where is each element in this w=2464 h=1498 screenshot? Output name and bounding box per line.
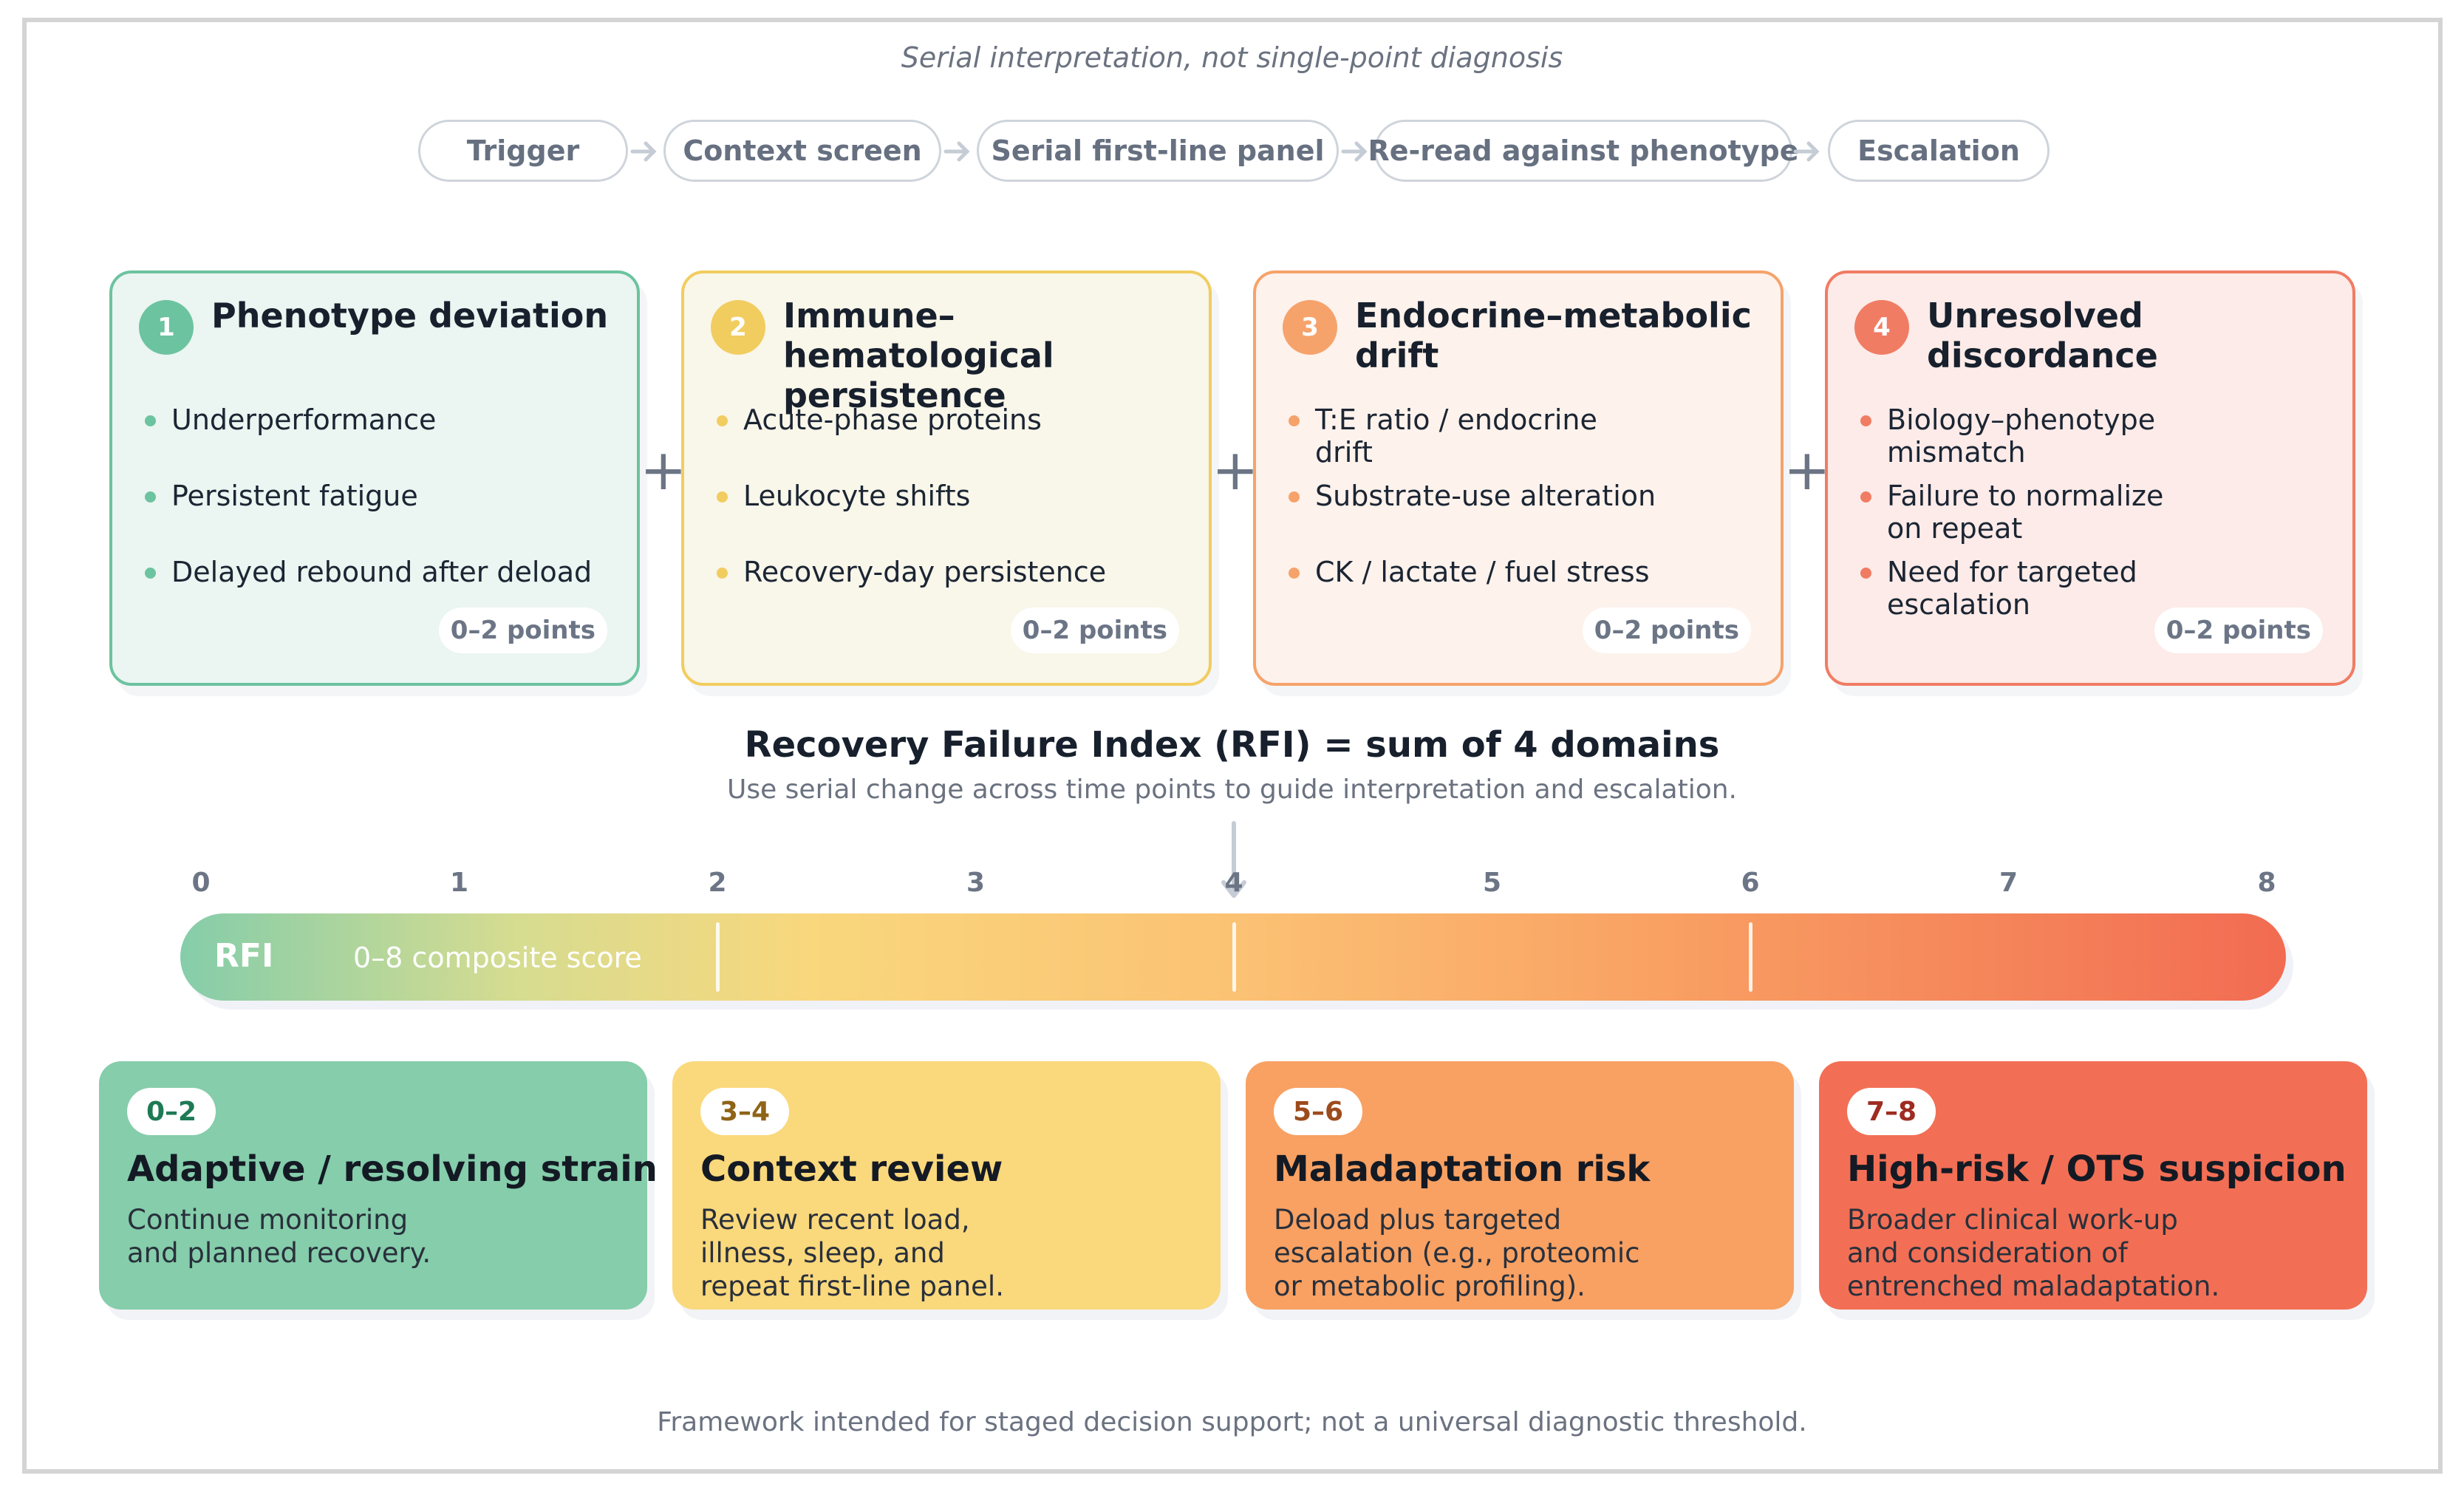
risk-band-title: Context review	[700, 1148, 1003, 1190]
tick-label: 2	[708, 868, 727, 898]
domain-title: Phenotype deviation	[211, 296, 609, 336]
points-badge: 0–2 points	[2154, 607, 2323, 653]
risk-band-5-6: 5–6 Maladaptation risk Deload plus targe…	[1246, 1061, 1794, 1310]
domain-number-badge: 1	[139, 300, 194, 355]
domain-item-list: Biology–phenotype mismatch Failure to no…	[1860, 404, 2318, 632]
flow-step-reread-phenotype: Re-read against phenotype	[1368, 120, 1799, 182]
domain-card-2: 2 Immune–hematological persistence Acute…	[681, 270, 1212, 686]
rfi-bar-label: RFI	[214, 937, 274, 975]
list-item: Leukocyte shifts	[717, 480, 1175, 556]
flow-step-serial-panel: Serial first-line panel	[977, 120, 1339, 182]
domain-number-badge: 2	[711, 300, 765, 355]
bullet-icon	[717, 568, 728, 579]
rfi-title: Recovery Failure Index (RFI) = sum of 4 …	[744, 724, 1720, 766]
figure-subtitle: Serial interpretation, not single-point …	[901, 41, 1563, 74]
tick-label: 1	[449, 868, 469, 898]
domain-item-list: T:E ratio / endocrine drift Substrate-us…	[1289, 404, 1747, 632]
range-badge: 3–4	[700, 1088, 790, 1135]
bullet-icon	[145, 415, 156, 426]
bullet-icon	[1289, 491, 1300, 503]
flow-arrow-icon	[1341, 141, 1368, 162]
risk-band-title: Maladaptation risk	[1274, 1148, 1651, 1190]
rfi-score-bar: RFI 0–8 composite score	[180, 913, 2286, 1001]
flow-step-context-screen: Context screen	[663, 120, 941, 182]
figure-footnote: Framework intended for staged decision s…	[657, 1407, 1807, 1437]
scale-divider	[1232, 922, 1236, 992]
tick-label: 8	[2257, 868, 2276, 898]
bullet-icon	[1860, 568, 1871, 579]
bullet-icon	[145, 568, 156, 579]
risk-band-7-8: 7–8 High-risk / OTS suspicion Broader cl…	[1819, 1061, 2367, 1310]
flow-step-escalation: Escalation	[1828, 120, 2050, 182]
flow-arrow-icon	[1793, 141, 1820, 162]
list-item: Persistent fatigue	[145, 480, 603, 556]
tick-label: 4	[1224, 868, 1243, 898]
list-item: Substrate-use alteration	[1289, 480, 1747, 556]
domain-title: Immune–hematological persistence	[783, 296, 1054, 415]
scale-pointer-arrow-icon	[1221, 821, 1246, 898]
flow-arrow-icon	[630, 141, 657, 162]
tick-label: 0	[191, 868, 211, 898]
tick-label: 6	[1741, 868, 1760, 898]
domain-card-1: 1 Phenotype deviation Underperformance P…	[109, 270, 640, 686]
bullet-icon	[717, 491, 728, 503]
range-badge: 7–8	[1847, 1088, 1936, 1135]
scale-divider	[1749, 922, 1753, 992]
scale-divider	[716, 922, 720, 992]
tick-label: 5	[1482, 868, 1502, 898]
range-badge: 0–2	[127, 1088, 216, 1135]
domain-number-badge: 4	[1854, 300, 1909, 355]
bullet-icon	[1860, 491, 1871, 503]
flow-step-trigger: Trigger	[418, 120, 628, 182]
bullet-icon	[1289, 568, 1300, 579]
domain-card-4: 4 Unresolved discordance Biology–phenoty…	[1825, 270, 2355, 686]
risk-band-title: High-risk / OTS suspicion	[1847, 1148, 2347, 1190]
rfi-subtitle: Use serial change across time points to …	[726, 774, 1738, 805]
tick-label: 7	[1999, 868, 2018, 898]
list-item: Delayed rebound after deload	[145, 556, 603, 632]
points-badge: 0–2 points	[438, 607, 607, 653]
range-badge: 5–6	[1274, 1088, 1363, 1135]
domain-item-list: Underperformance Persistent fatigue Dela…	[145, 404, 603, 632]
domain-item-list: Acute-phase proteins Leukocyte shifts Re…	[717, 404, 1175, 632]
workflow-steps: Trigger Context screen Serial first-line…	[0, 120, 2464, 183]
list-item: Recovery-day persistence	[717, 556, 1175, 632]
bullet-icon	[1860, 415, 1871, 426]
tick-label: 3	[966, 868, 986, 898]
rfi-bar-description: 0–8 composite score	[353, 942, 642, 974]
domain-card-3: 3 Endocrine–metabolic drift T:E ratio / …	[1253, 270, 1784, 686]
plus-sign: +	[640, 437, 687, 503]
risk-band-0-2: 0–2 Adaptive / resolving strain Continue…	[99, 1061, 658, 1310]
plus-sign: +	[1212, 437, 1259, 503]
list-item: Underperformance	[145, 404, 603, 480]
flow-arrow-icon	[943, 141, 970, 162]
figure-frame	[22, 18, 2443, 1474]
bullet-icon	[717, 415, 728, 426]
plus-sign: +	[1784, 437, 1831, 503]
list-item: CK / lactate / fuel stress	[1289, 556, 1747, 632]
domain-title: Endocrine–metabolic drift	[1355, 296, 1752, 375]
list-item: Need for targeted escalation	[1860, 556, 2197, 632]
list-item: Failure to normalize on repeat	[1860, 480, 2197, 556]
risk-band-3-4: 3–4 Context review Review recent load,il…	[672, 1061, 1221, 1310]
domain-number-badge: 3	[1283, 300, 1337, 355]
risk-band-title: Adaptive / resolving strain	[127, 1148, 658, 1190]
domain-title: Unresolved discordance	[1927, 296, 2158, 375]
list-item: T:E ratio / endocrine drift	[1289, 404, 1640, 480]
bullet-icon	[1289, 415, 1300, 426]
points-badge: 0–2 points	[1582, 607, 1751, 653]
points-badge: 0–2 points	[1010, 607, 1179, 653]
bullet-icon	[145, 491, 156, 503]
list-item: Acute-phase proteins	[717, 404, 1175, 480]
list-item: Biology–phenotype mismatch	[1860, 404, 2183, 480]
